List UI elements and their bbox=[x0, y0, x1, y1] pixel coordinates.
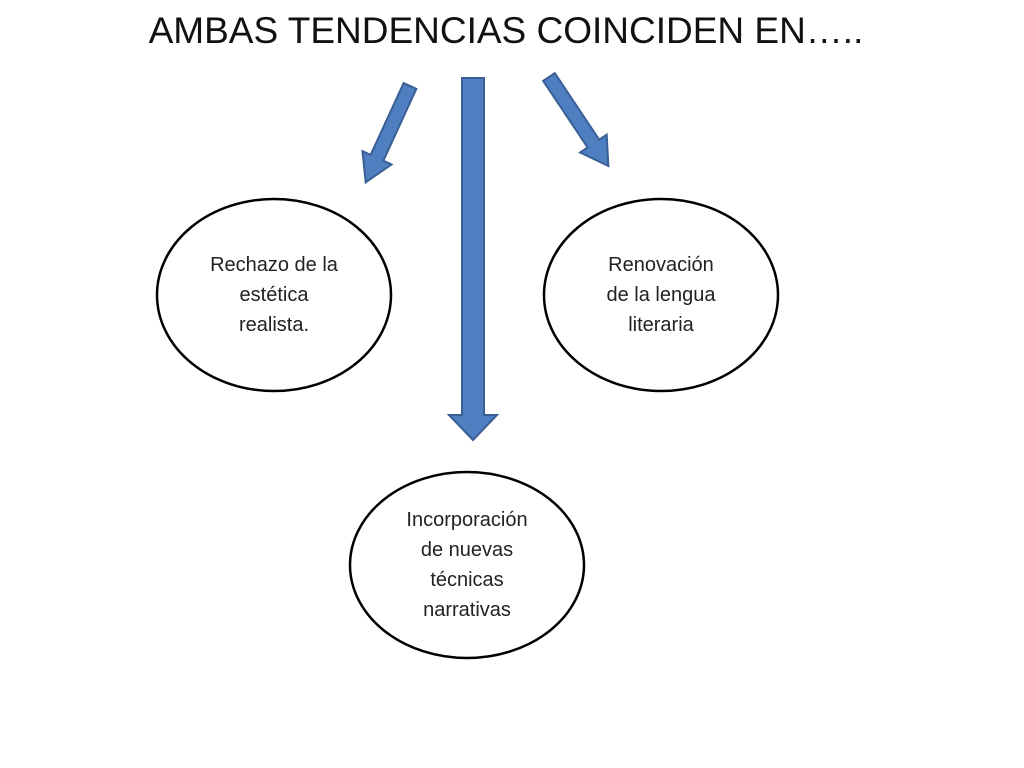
arrow-to-rechazo bbox=[361, 81, 418, 185]
node-rechazo bbox=[155, 197, 393, 393]
arrow-to-renovacion bbox=[541, 71, 610, 168]
node-renovacion bbox=[542, 197, 780, 393]
node-rechazo-label: Rechazo de la estética realista. bbox=[210, 254, 338, 336]
node-renovacion-label: Renovación de la lengua literaria bbox=[606, 254, 716, 336]
arrow-to-incorporacion bbox=[446, 77, 500, 442]
node-incorporacion bbox=[348, 470, 586, 660]
node-incorporacion-label: Incorporación de nuevas técnicas narrati… bbox=[406, 509, 528, 621]
slide-title: AMBAS TENDENCIAS COINCIDEN EN….. bbox=[148, 10, 864, 51]
